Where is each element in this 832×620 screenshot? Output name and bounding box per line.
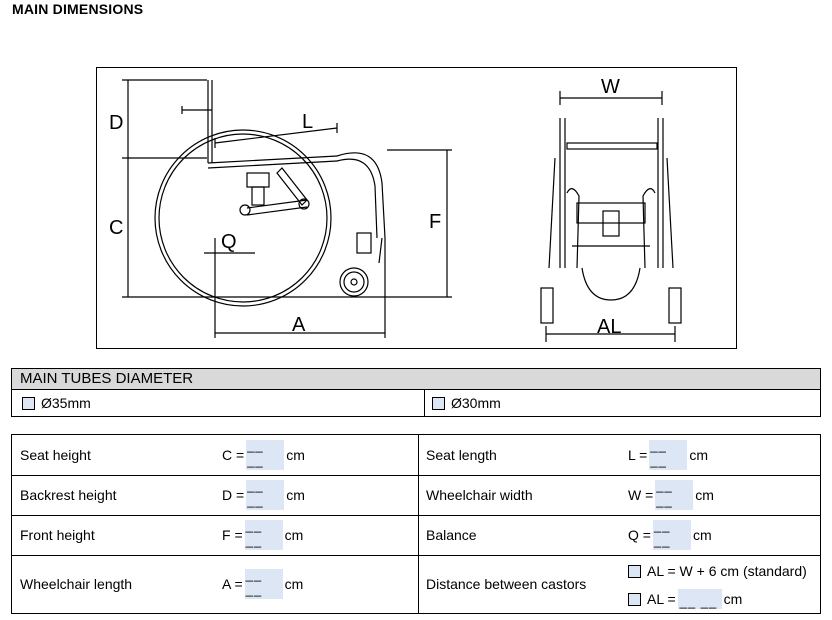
a-key: A = — [222, 576, 243, 592]
front-caster — [339, 267, 369, 297]
c-key: C = — [222, 447, 245, 463]
table-row: Seat height C = cm Seat length L = cm — [12, 435, 820, 476]
wheelchair-width-input[interactable] — [655, 478, 694, 510]
dim-label-c: C — [109, 217, 123, 239]
dim-label-w: W — [601, 76, 620, 98]
page-title: MAIN DIMENSIONS — [12, 1, 144, 17]
unit-label: cm — [286, 447, 305, 463]
front-height-input[interactable] — [244, 518, 283, 550]
dim-label-a: A — [292, 314, 306, 336]
wheelchair-width-label: Wheelchair width — [426, 487, 533, 503]
unit-label: cm — [284, 527, 304, 543]
tube-30-checkbox[interactable] — [432, 396, 445, 410]
unit-label: cm — [689, 447, 709, 463]
tube-35-label: Ø35mm — [41, 395, 91, 411]
l-key: L = — [628, 447, 648, 463]
backrest-height-input[interactable] — [246, 478, 285, 510]
w-key: W = — [628, 487, 654, 503]
wheelchair-length-label: Wheelchair length — [20, 576, 133, 592]
al-custom-option[interactable]: AL = cm — [628, 589, 742, 609]
backrest-height-label: Backrest height — [20, 487, 117, 503]
tube-35-option[interactable]: Ø35mm — [22, 390, 91, 416]
dim-label-q: Q — [221, 231, 237, 253]
dim-label-l: L — [302, 111, 313, 133]
unit-label: cm — [284, 576, 304, 592]
seat-height-label: Seat height — [20, 447, 91, 463]
table-row: Front height F = cm Balance Q = cm — [12, 515, 820, 556]
dimensions-diagram: D C L Q F A W AL — [96, 67, 737, 349]
seat-length-label: Seat length — [426, 447, 497, 463]
tube-30-label: Ø30mm — [451, 395, 501, 411]
q-key: Q = — [628, 527, 651, 543]
front-height-label: Front height — [20, 527, 95, 543]
balance-input[interactable] — [652, 518, 691, 550]
wheelchair-length-input[interactable] — [244, 567, 283, 599]
rear-wheel — [154, 129, 332, 307]
d-key: D = — [222, 487, 245, 503]
f-key: F = — [222, 527, 243, 543]
unit-label: cm — [286, 487, 305, 503]
castor-distance-label: Distance between castors — [426, 576, 587, 592]
al-custom-key: AL = — [647, 591, 676, 607]
al-standard-checkbox[interactable] — [628, 564, 641, 578]
dimensions-table: Seat height C = cm Seat length L = cm Ba… — [11, 434, 821, 614]
dim-label-d: D — [109, 112, 123, 134]
wheelchair-drawing: D C L Q F A W AL — [109, 76, 682, 342]
al-standard-option[interactable]: AL = W + 6 cm (standard) — [628, 561, 807, 581]
seat-height-input[interactable] — [246, 438, 285, 470]
al-custom-checkbox[interactable] — [628, 592, 641, 606]
unit-label: cm — [692, 527, 712, 543]
tube-35-checkbox[interactable] — [22, 396, 35, 410]
unit-label: cm — [723, 591, 743, 607]
dim-label-al: AL — [597, 316, 621, 338]
al-standard-label: AL = W + 6 cm (standard) — [647, 563, 807, 579]
seat-length-input[interactable] — [649, 438, 688, 470]
tubes-header: MAIN TUBES DIAMETER — [12, 369, 820, 390]
tube-30-option[interactable]: Ø30mm — [432, 390, 501, 416]
table-row: Backrest height D = cm Wheelchair width … — [12, 475, 820, 516]
dim-label-f: F — [429, 211, 441, 233]
table-row: Wheelchair length A = cm Distance betwee… — [12, 555, 820, 613]
unit-label: cm — [695, 487, 714, 503]
balance-label: Balance — [426, 527, 477, 543]
main-tubes-section: MAIN TUBES DIAMETER Ø35mm Ø30mm — [11, 368, 821, 417]
al-custom-input[interactable] — [677, 589, 722, 609]
